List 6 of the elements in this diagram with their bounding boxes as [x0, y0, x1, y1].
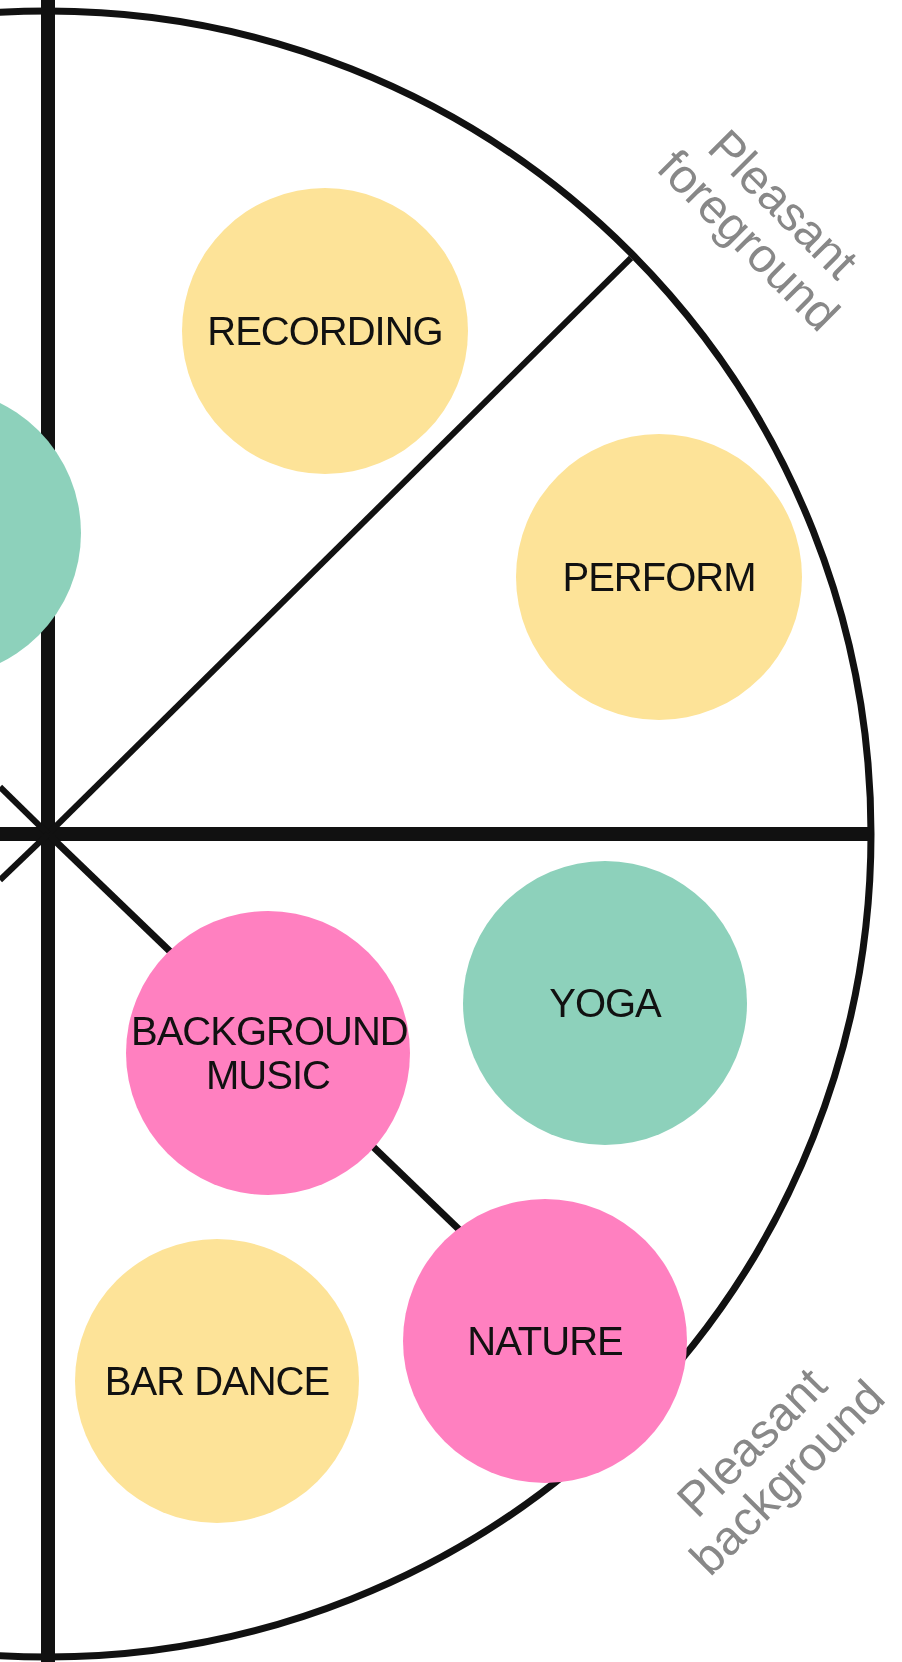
activity-label: RECORDING: [206, 309, 444, 353]
activity-label: PERFORM: [561, 555, 757, 599]
activity-label: BACKGROUND MUSIC: [131, 1009, 405, 1097]
activity-label: BAR DANCE: [103, 1359, 331, 1403]
activity-label: YOGA: [548, 981, 663, 1025]
activity-label: NATURE: [466, 1319, 624, 1363]
